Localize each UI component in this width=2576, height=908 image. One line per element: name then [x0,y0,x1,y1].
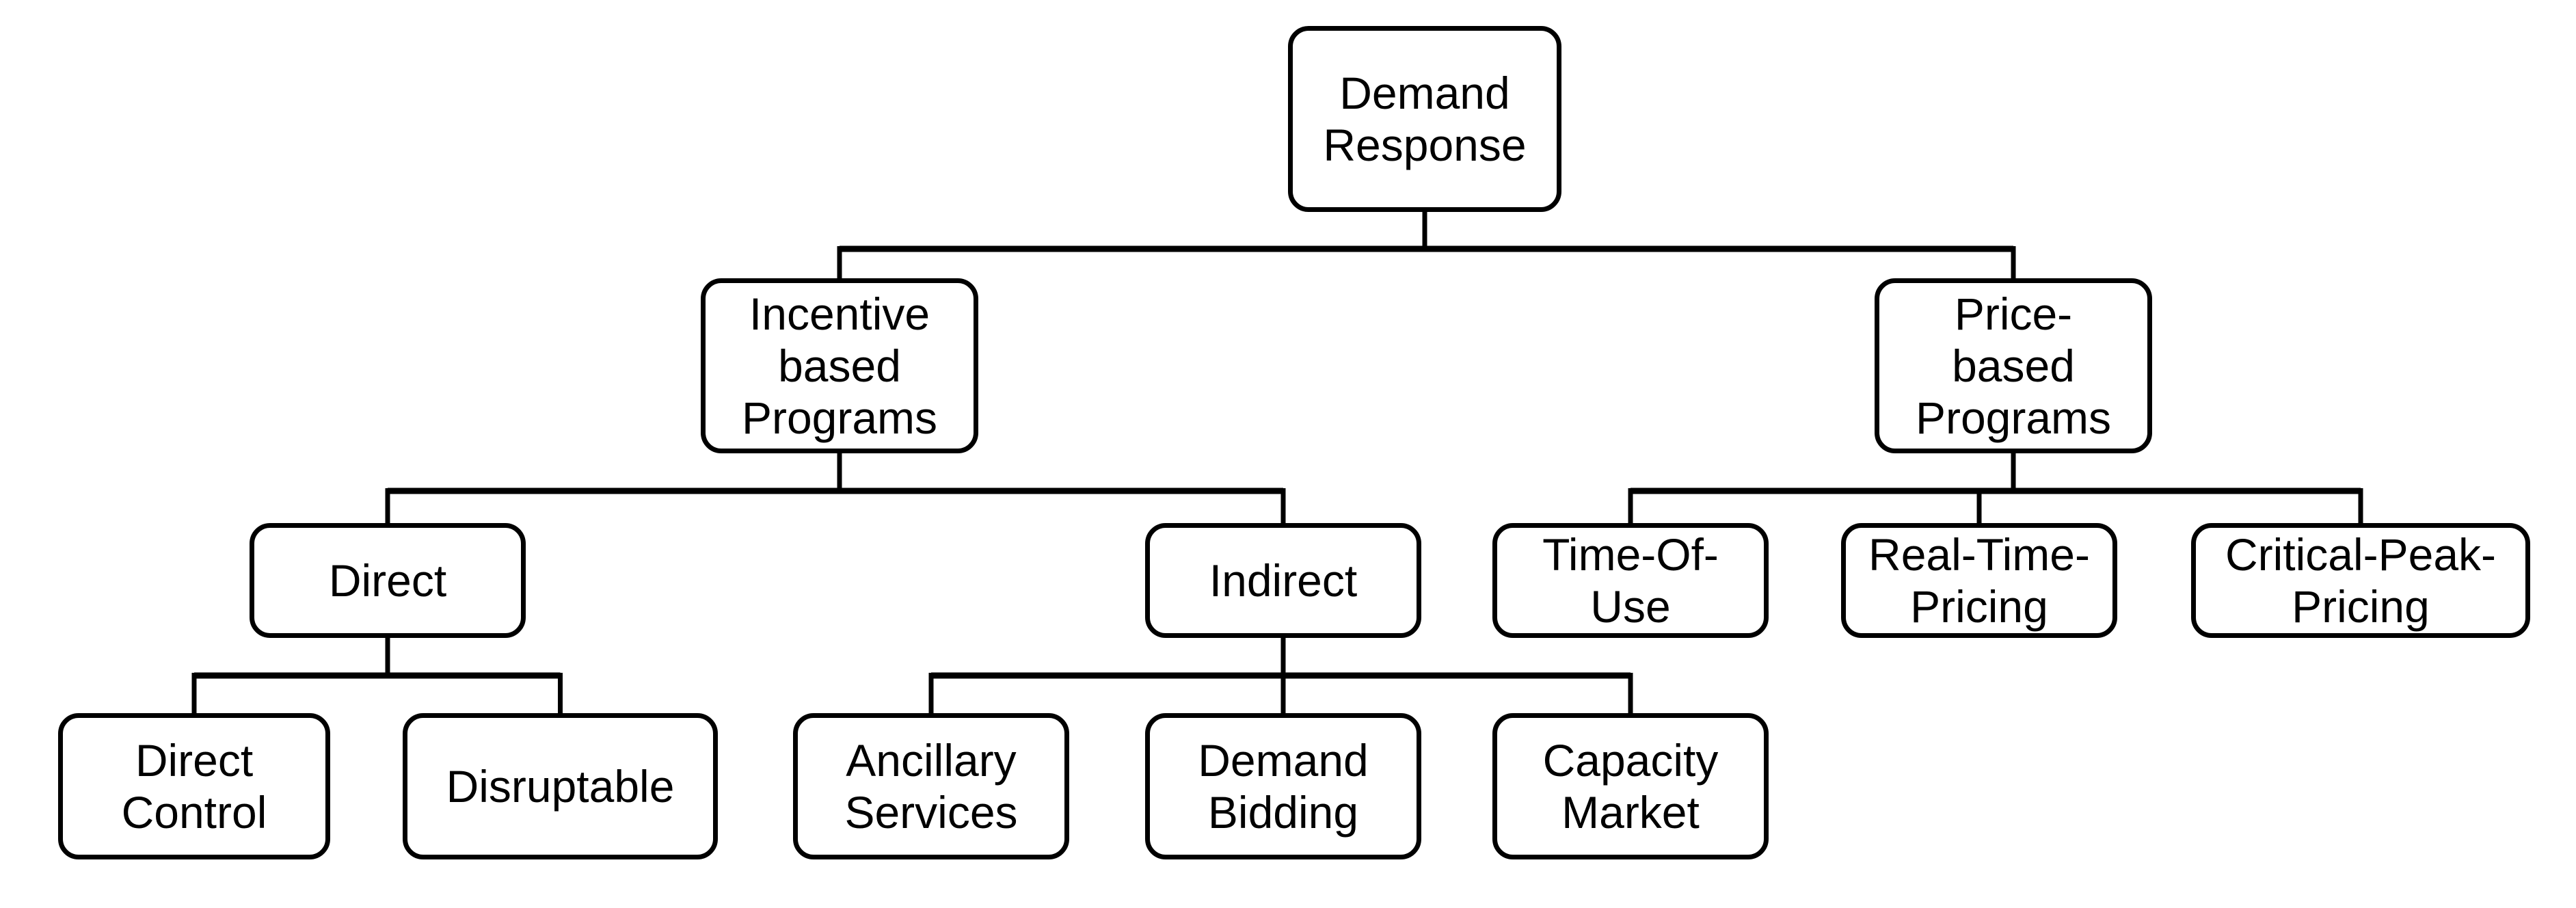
node-critical-peak-pricing: Critical-Peak- Pricing [2191,523,2530,638]
node-label-price-based-programs: Price- based Programs [1915,289,2112,443]
node-label-critical-peak-pricing: Critical-Peak- Pricing [2225,529,2497,632]
node-ancillary-services: Ancillary Services [793,713,1069,859]
node-real-time-pricing: Real-Time- Pricing [1841,523,2117,638]
node-label-direct-control: Direct Control [121,735,267,838]
node-demand-response: Demand Response [1288,26,1561,212]
node-label-time-of-use: Time-Of- Use [1542,529,1719,632]
node-label-ancillary-services: Ancillary Services [844,735,1018,838]
node-disruptable: Disruptable [403,713,718,859]
node-direct: Direct [250,523,526,638]
node-direct-control: Direct Control [58,713,330,859]
node-indirect: Indirect [1145,523,1421,638]
node-capacity-market: Capacity Market [1492,713,1769,859]
node-label-direct: Direct [328,555,447,606]
node-label-disruptable: Disruptable [446,761,675,812]
node-label-incentive-based-programs: Incentive based Programs [741,289,938,443]
node-price-based-programs: Price- based Programs [1875,278,2152,453]
node-label-demand-bidding: Demand Bidding [1198,735,1369,838]
node-label-capacity-market: Capacity Market [1542,735,1719,838]
node-demand-bidding: Demand Bidding [1145,713,1421,859]
node-label-real-time-pricing: Real-Time- Pricing [1868,529,2090,632]
node-time-of-use: Time-Of- Use [1492,523,1769,638]
node-label-demand-response: Demand Response [1323,68,1527,170]
node-label-indirect: Indirect [1209,555,1358,606]
node-incentive-based-programs: Incentive based Programs [701,278,978,453]
